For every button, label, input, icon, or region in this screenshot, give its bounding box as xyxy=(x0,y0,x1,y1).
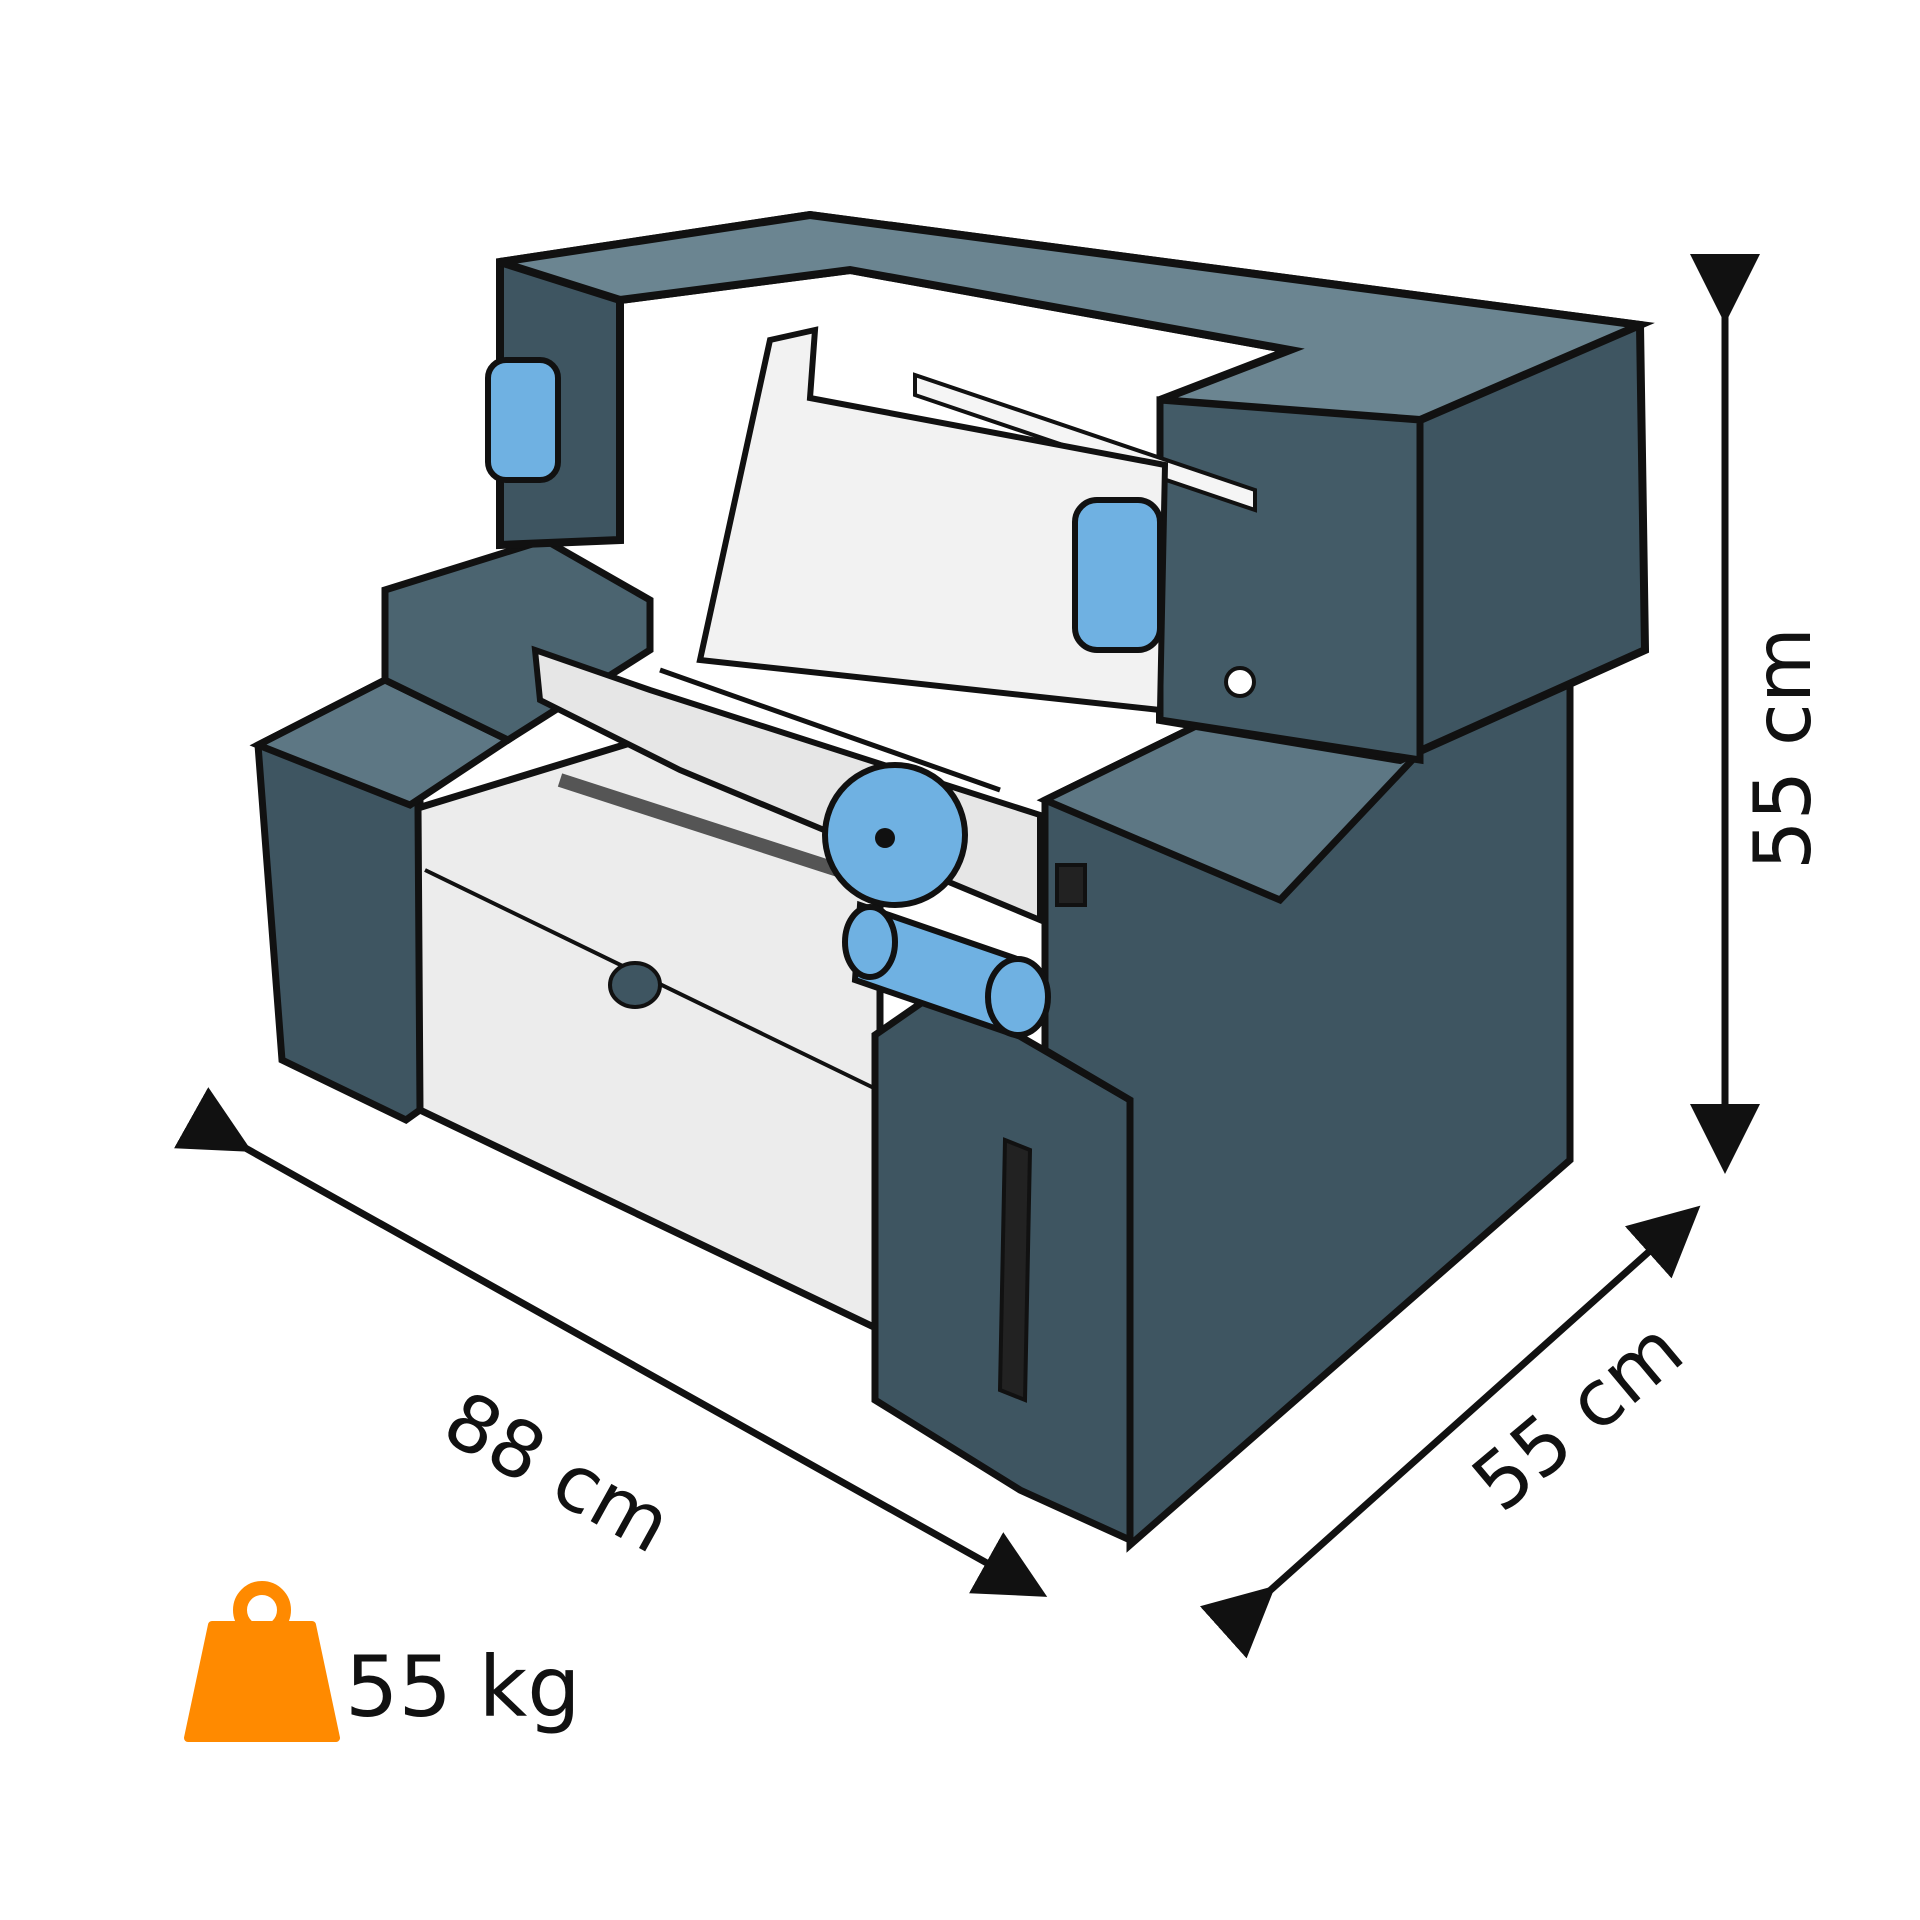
weight-icon xyxy=(184,1581,340,1742)
height-label: 55 cm xyxy=(1739,627,1829,870)
blue-knobs xyxy=(485,357,1163,1040)
width-arrow xyxy=(174,1087,1048,1597)
depth-arrow xyxy=(1199,1205,1701,1659)
machine-paper-feed xyxy=(696,326,1169,714)
weight-label: 55 kg xyxy=(345,1638,581,1736)
dimension-arrows xyxy=(174,254,1760,1659)
machine-head xyxy=(496,210,1655,765)
